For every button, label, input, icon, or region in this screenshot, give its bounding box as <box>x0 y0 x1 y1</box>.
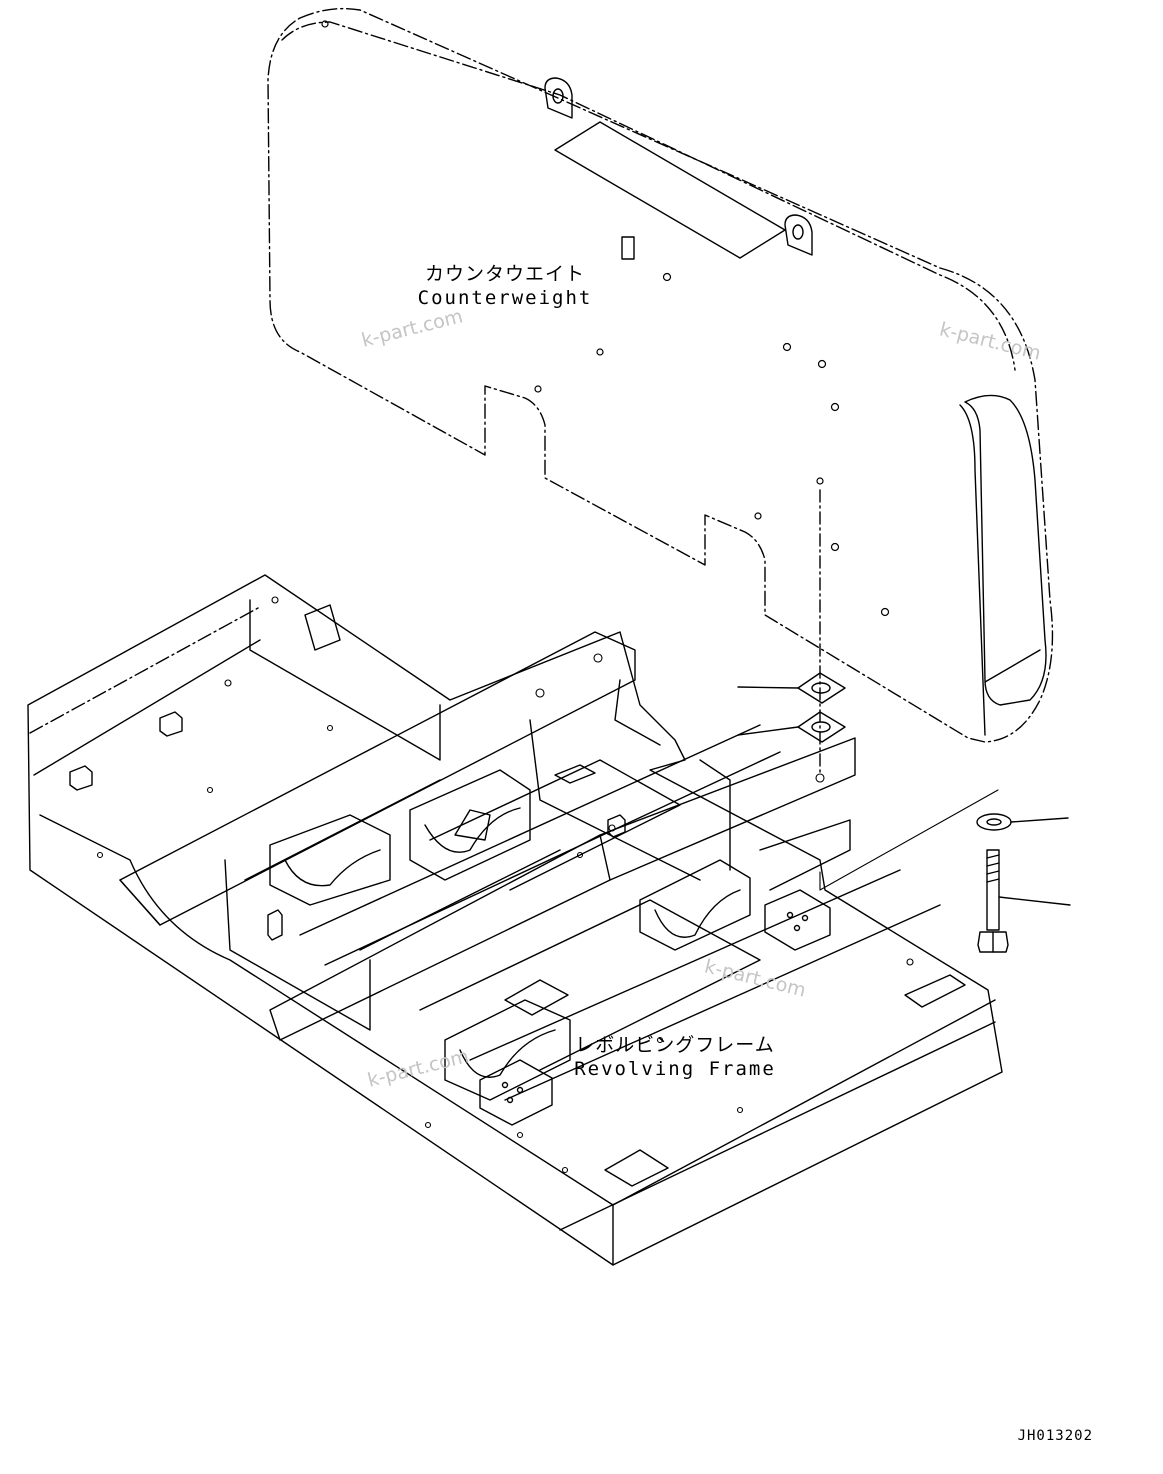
counterweight-label-en: Counterweight <box>417 287 593 309</box>
revolving-frame-label: レボルビングフレーム Revolving Frame <box>555 1033 795 1081</box>
counterweight-part <box>267 7 1054 743</box>
bolt <box>977 849 1071 953</box>
frame-main-beam <box>269 737 856 1041</box>
frame-holes <box>96 596 914 1174</box>
counterweight-label: カウンタウエイト Counterweight <box>405 262 605 310</box>
revolving-frame-label-en: Revolving Frame <box>574 1058 776 1080</box>
frame-bracket-3 <box>639 859 751 951</box>
frame-deck-outline <box>27 574 1003 1266</box>
counterweight-recess <box>554 121 786 259</box>
lifting-eye-right <box>784 214 813 256</box>
leader-line-shim-lower <box>737 726 799 736</box>
frame-bracket-4 <box>444 979 571 1101</box>
lifting-eye-left <box>544 77 573 119</box>
leader-line-washer <box>1010 817 1069 823</box>
frame-pad-2 <box>479 1059 553 1126</box>
leader-line-shim-upper <box>737 686 799 689</box>
revolving-frame-label-jp: レボルビングフレーム <box>575 1034 775 1056</box>
counterweight-side-edge <box>964 394 1047 706</box>
revolving-frame-part <box>27 574 1003 1266</box>
counterweight-label-jp: カウンタウエイト <box>424 263 585 285</box>
frame-bracket-2 <box>409 769 531 881</box>
shim-upper <box>737 672 846 704</box>
drawing-code: JH013202 <box>1017 1428 1093 1444</box>
frame-pad-1 <box>764 889 831 951</box>
counterweight-holes <box>321 20 890 617</box>
counterweight-outline <box>267 7 1054 743</box>
shim-lower <box>737 711 846 743</box>
frame-cross-beam <box>119 631 636 926</box>
counterweight-top-rim <box>281 21 1016 371</box>
frame-bracket-1 <box>269 814 391 906</box>
leader-line-bolt <box>998 896 1071 906</box>
washer <box>976 813 1069 831</box>
